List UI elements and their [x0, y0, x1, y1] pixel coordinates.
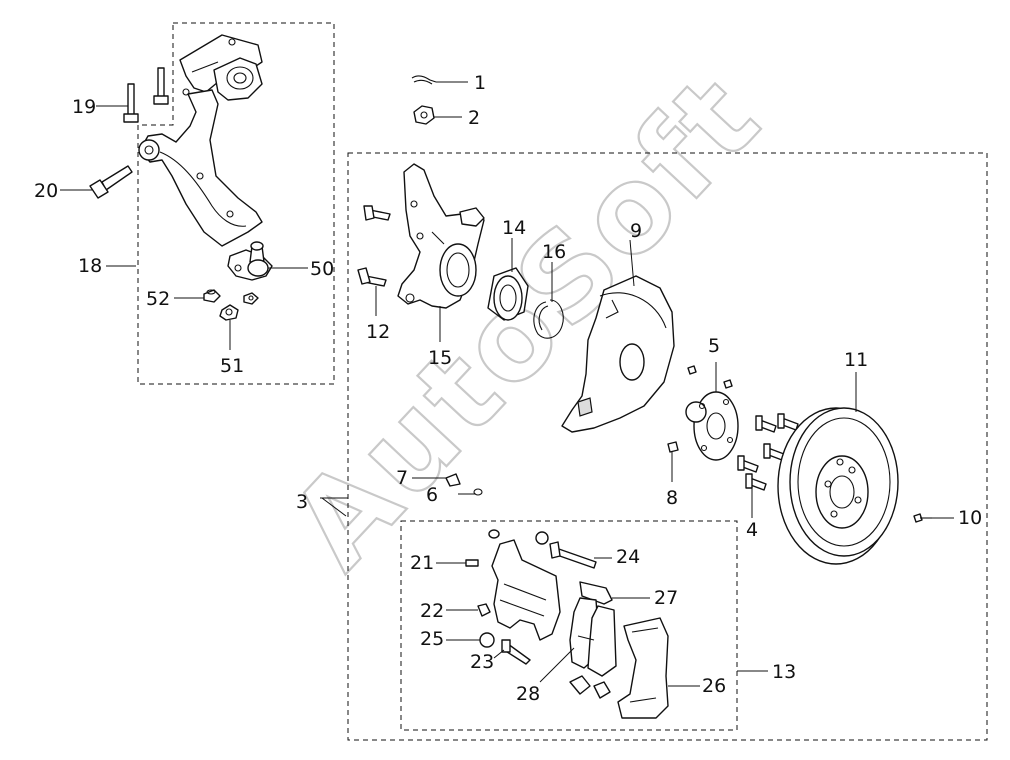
snap-ring: [533, 299, 564, 339]
bolt-19-left: [123, 83, 139, 123]
callout-16: 16: [542, 241, 566, 263]
brake-disc: [777, 407, 899, 565]
callout-12: 12: [366, 321, 390, 343]
bolt-20: [89, 165, 133, 199]
callout-28: 28: [516, 683, 540, 705]
caliper-bracket: [491, 539, 561, 641]
callout-11: 11: [844, 349, 868, 371]
callout-27: 27: [654, 587, 678, 609]
callout-labels: 1 2 3 4 5 6 7 8 9 10 11 12 13 14 15 16 1…: [34, 72, 982, 705]
group-box-caliper-assembly: [400, 520, 738, 731]
screw-hub-top-left: [687, 365, 697, 375]
bleeder-21: [465, 559, 479, 567]
group-box-lower-arm: [137, 22, 335, 385]
watermark: AutoSoft: [265, 48, 788, 595]
pad-clips-bottom: [569, 675, 611, 699]
callout-19: 19: [72, 96, 96, 118]
steering-knuckle: [397, 163, 485, 309]
bolt-23: [501, 639, 531, 665]
leader-lines: [60, 81, 954, 687]
guide-pin-cap: [488, 529, 549, 545]
ball-joint: [227, 241, 273, 281]
callout-51: 51: [220, 355, 244, 377]
callout-4: 4: [746, 519, 758, 541]
callout-13: 13: [772, 661, 796, 683]
brake-pads: [569, 597, 617, 677]
callout-24: 24: [616, 546, 640, 568]
callout-14: 14: [502, 217, 526, 239]
screw-hub-top-right: [723, 379, 733, 389]
callout-8: 8: [666, 487, 678, 509]
wheel-studs: [737, 413, 799, 491]
nut-22: [477, 603, 491, 617]
nut-right-small: [243, 292, 259, 305]
wheel-bearing: [487, 267, 529, 321]
caliper-carrier-26: [617, 617, 669, 719]
bolt-knuckle-upper: [363, 205, 391, 221]
callout-5: 5: [708, 335, 720, 357]
callout-22: 22: [420, 600, 444, 622]
cap-6: [473, 488, 483, 496]
boot-25: [479, 632, 495, 648]
callout-7: 7: [396, 467, 408, 489]
callout-18: 18: [78, 255, 102, 277]
callout-21: 21: [410, 552, 434, 574]
wheel-hub: [685, 391, 739, 461]
bolt-12: [357, 267, 387, 287]
screw-8: [667, 441, 679, 453]
bleeder-7: [445, 473, 461, 487]
callout-52: 52: [146, 288, 170, 310]
callout-20: 20: [34, 180, 58, 202]
callout-26: 26: [702, 675, 726, 697]
nut-52: [203, 289, 221, 303]
nut-51: [219, 304, 239, 321]
nut-2: [413, 105, 435, 125]
lower-control-arm: [138, 34, 263, 247]
callout-3: 3: [296, 491, 308, 513]
callout-2: 2: [468, 107, 480, 129]
dust-shield: [561, 275, 675, 433]
callout-25: 25: [420, 628, 444, 650]
group-box-knuckle-assembly: [347, 152, 988, 741]
callout-15: 15: [428, 347, 452, 369]
callout-50: 50: [310, 258, 334, 280]
callout-10: 10: [958, 507, 982, 529]
callout-6: 6: [426, 484, 438, 506]
clip-1: [411, 75, 437, 85]
bolt-24: [549, 541, 597, 569]
callout-23: 23: [470, 651, 494, 673]
callout-1: 1: [474, 72, 486, 94]
bolt-19-right: [153, 67, 169, 105]
anti-rattle-clip-27: [579, 581, 613, 605]
callout-9: 9: [630, 220, 642, 242]
